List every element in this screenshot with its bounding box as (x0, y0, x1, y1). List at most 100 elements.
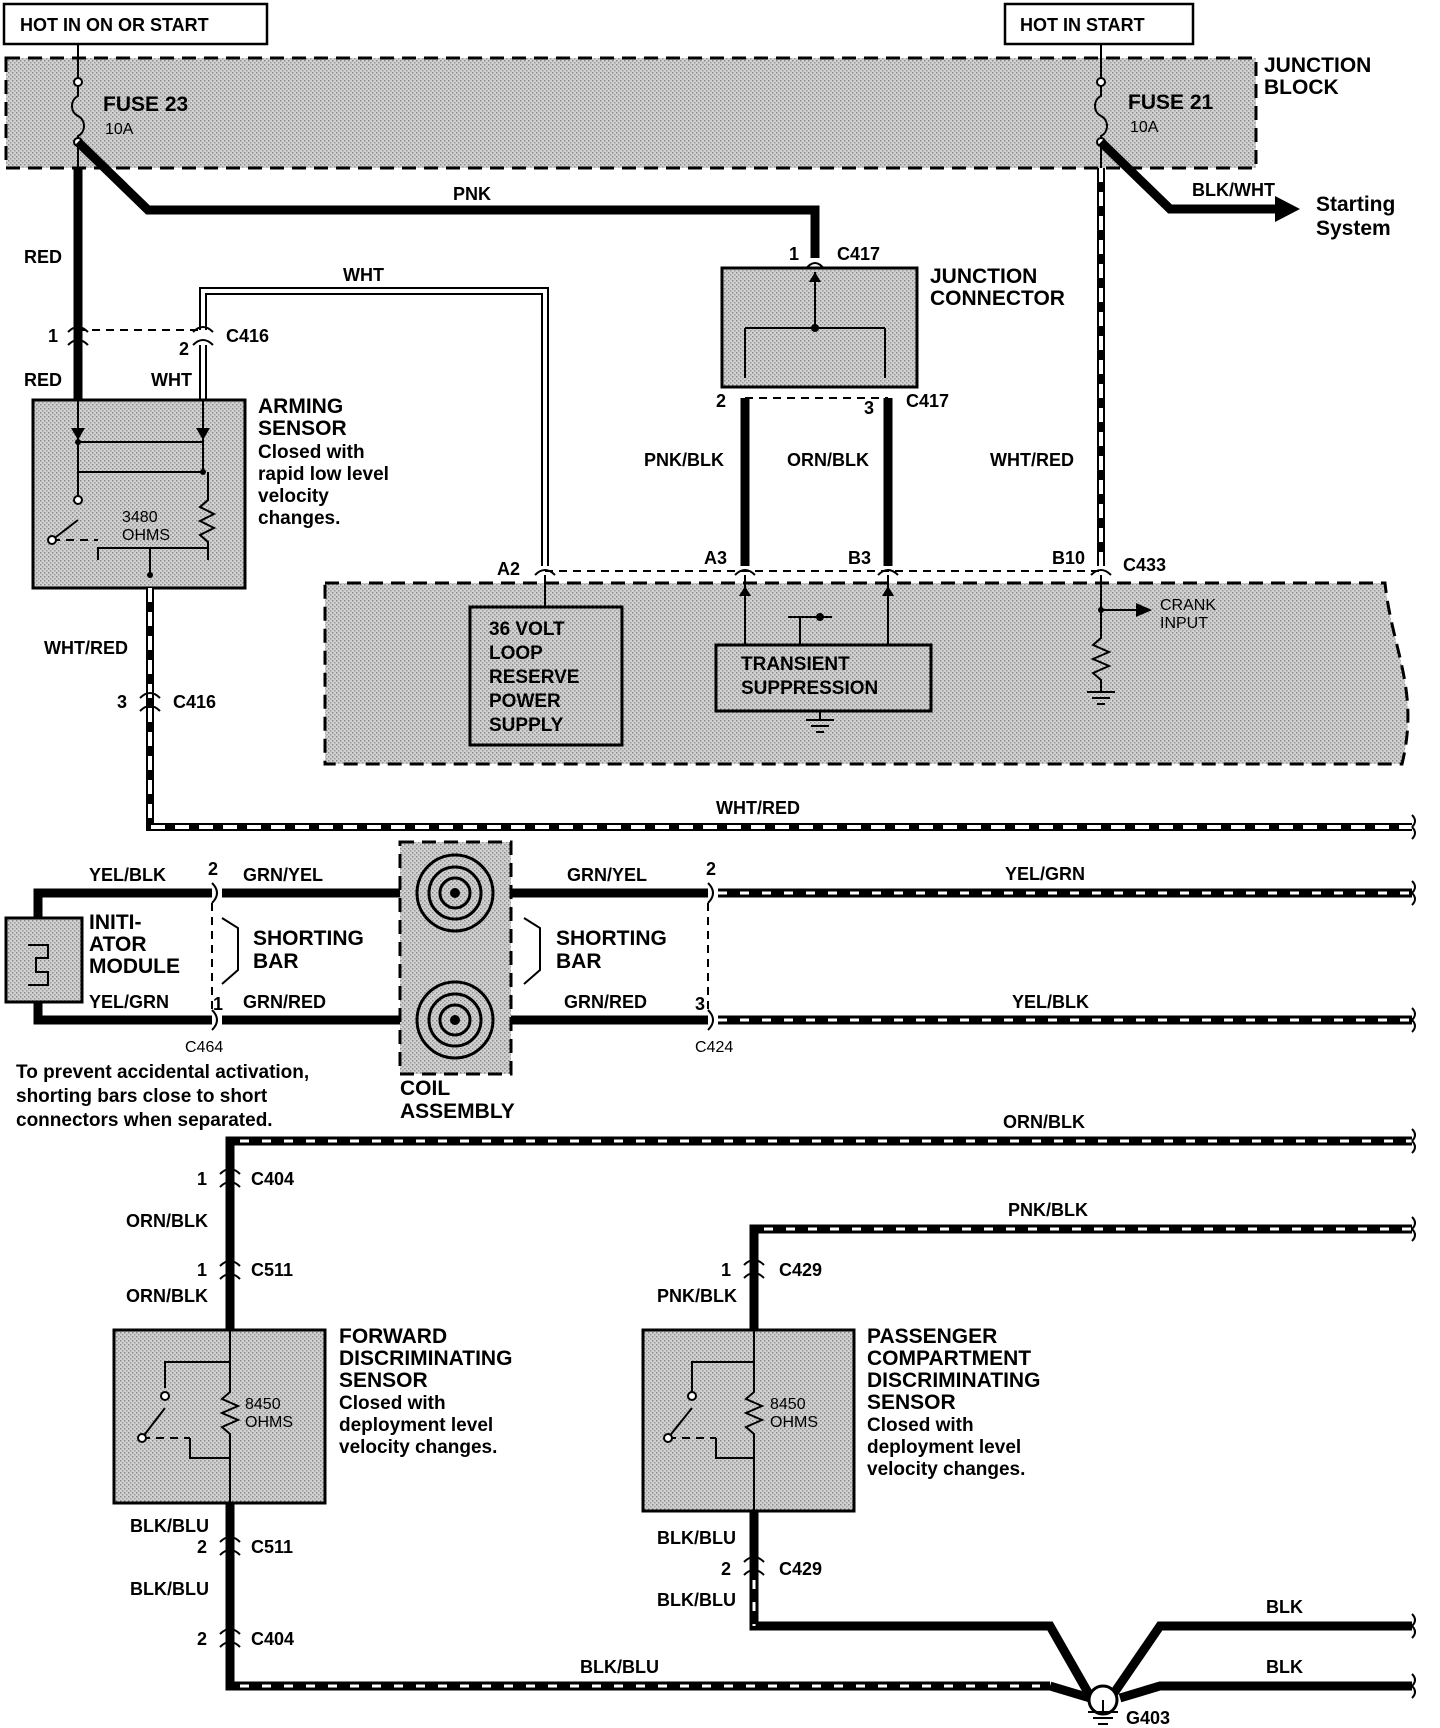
transient-feed (744, 575, 889, 645)
hot-on-or-start-box (2, 2, 269, 46)
c416-pin3-terminal (139, 692, 161, 712)
reserve-power-supply-line4: POWER (489, 691, 561, 712)
initiator-module-line3: MODULE (89, 955, 180, 978)
c511-bottom-label: C511 (251, 1537, 293, 1557)
initiator-element (28, 944, 49, 986)
yel-grn-wire-label-right: YEL/GRN (1005, 864, 1085, 884)
arming-sensor-desc3: velocity (258, 486, 329, 507)
fuse-21-terminal-top (1096, 77, 1106, 87)
forward-sensor-circuit (141, 1330, 241, 1503)
passenger-sensor-desc3: velocity changes. (867, 1459, 1025, 1480)
junction-connector-title1: JUNCTION (930, 265, 1037, 288)
forward-sensor-title2: DISCRIMINATING (339, 1347, 512, 1370)
transient-node (816, 613, 824, 621)
crank-input-line2: INPUT (1160, 615, 1208, 632)
c433-label: C433 (1123, 555, 1166, 575)
pnk-blk-wire-label-bus: PNK/BLK (1008, 1200, 1088, 1220)
c429-pin2-terminal (743, 1556, 765, 1576)
c417-pin3: 3 (864, 398, 874, 418)
wht-red-wire-label-bus: WHT/RED (716, 798, 800, 818)
c416-lower-label: C416 (173, 692, 216, 712)
c404-bottom-label: C404 (251, 1629, 294, 1649)
passenger-sensor-contact-top (687, 1391, 697, 1401)
forward-sensor-desc3: velocity changes. (339, 1437, 497, 1458)
shorting-bar-left-line1: SHORTING (253, 927, 364, 950)
c511-top-label: C511 (251, 1260, 293, 1280)
ground-g403-label: G403 (1126, 1708, 1170, 1728)
arming-sensor-diode-left (71, 428, 85, 440)
shorting-bar-right-line2: BAR (556, 950, 602, 973)
transient-suppression-line1: TRANSIENT (741, 654, 850, 675)
forward-sensor-title3: SENSOR (339, 1369, 428, 1392)
forward-sensor-box (112, 1328, 327, 1505)
c416-pin2-terminal (192, 326, 214, 346)
c429-pin1-terminal (743, 1259, 765, 1279)
junction-connector-node (811, 324, 819, 332)
crank-input-ground (1087, 691, 1115, 705)
fuse-21-name: FUSE 21 (1128, 91, 1214, 114)
c424-pin3: 3 (695, 994, 705, 1014)
c433-pin-a3: A3 (704, 548, 727, 568)
fuse-21-rating: 10A (1130, 119, 1159, 136)
forward-sensor-contact-bottom (137, 1433, 147, 1443)
fuse-23-name: FUSE 23 (103, 93, 188, 116)
pnk-blk-wire-label-pass: PNK/BLK (657, 1286, 737, 1306)
passenger-sensor-title3: DISCRIMINATING (867, 1369, 1040, 1392)
c433-terminals (534, 569, 1112, 576)
blk-blu-wire-label-pass2: BLK/BLU (657, 1590, 736, 1610)
c511-pin2-terminal (219, 1536, 241, 1556)
c404-bottom-pin2: 2 (197, 1629, 207, 1649)
starting-system-line2: System (1316, 217, 1391, 240)
yel-blk-wire-initiator (33, 888, 212, 918)
c429-bottom-pin2: 2 (721, 1559, 731, 1579)
blk-wire-label-upper: BLK (1266, 1597, 1303, 1617)
shorting-bar-left-line2: BAR (253, 950, 299, 973)
orn-blk-wire-lower (225, 1136, 1412, 1330)
c416-pin1-terminal (67, 326, 89, 346)
starting-system-arrow (1275, 196, 1300, 222)
arming-sensor-node-left (75, 439, 81, 445)
arming-sensor-contact-top (73, 495, 83, 505)
blk-wire-lower (1118, 1681, 1412, 1703)
passenger-sensor-title1: PASSENGER (867, 1325, 997, 1348)
wht-wire-label-lower: WHT (151, 370, 192, 390)
blk-blu-wire-to-ground (1048, 1681, 1092, 1703)
c429-top-label: C429 (779, 1260, 822, 1280)
forward-sensor-resistance1: 8450 (245, 1396, 281, 1413)
ground-g403-symbol (1088, 1700, 1118, 1725)
coil-assembly-line1: COIL (400, 1077, 450, 1100)
blk-wire-label-lower: BLK (1266, 1657, 1303, 1677)
fuse-23-rating: 10A (105, 121, 134, 138)
arming-sensor-desc4: changes. (258, 508, 340, 529)
c433-pin-a2: A2 (497, 559, 520, 579)
red-wire-label-lower: RED (24, 370, 62, 390)
arming-sensor-node-bottom (147, 572, 153, 578)
junction-connector-arrow-up (809, 272, 821, 282)
junction-block-title-line2: BLOCK (1264, 76, 1339, 99)
c404-top-label: C404 (251, 1169, 294, 1189)
passenger-sensor-contact-bottom (663, 1433, 673, 1443)
c404-top-pin1: 1 (197, 1169, 207, 1189)
arming-sensor-resistance1: 3480 (122, 509, 158, 526)
grn-yel-wire-label-right: GRN/YEL (567, 865, 647, 885)
wire-ends-lower (1411, 1128, 1416, 1242)
crank-input-node (1098, 607, 1104, 613)
reserve-power-supply-line5: SUPPLY (489, 715, 564, 736)
forward-sensor-desc1: Closed with (339, 1393, 446, 1414)
arming-sensor-desc1: Closed with (258, 442, 365, 463)
c416-top-label: C416 (226, 326, 269, 346)
fuse-21-symbol (1094, 44, 1108, 168)
c424-terminals (707, 882, 714, 1031)
forward-sensor-desc2: deployment level (339, 1415, 493, 1436)
arming-sensor-diode-right (196, 428, 210, 440)
blk-blu-wire-label-fwd2: BLK/BLU (130, 1579, 209, 1599)
wire-ends-mid (1411, 880, 1416, 1033)
arming-sensor-title1: ARMING (258, 395, 343, 418)
initiator-module-line2: ATOR (89, 933, 147, 956)
coil-assembly-line2: ASSEMBLY (400, 1100, 515, 1123)
wht-red-wire-sensor-inner (148, 588, 1412, 829)
transient-suppression-box (714, 643, 933, 713)
note-line1: To prevent accidental activation, (16, 1062, 309, 1083)
c429-top-pin1: 1 (721, 1260, 731, 1280)
c417-pin1: 1 (789, 244, 799, 264)
